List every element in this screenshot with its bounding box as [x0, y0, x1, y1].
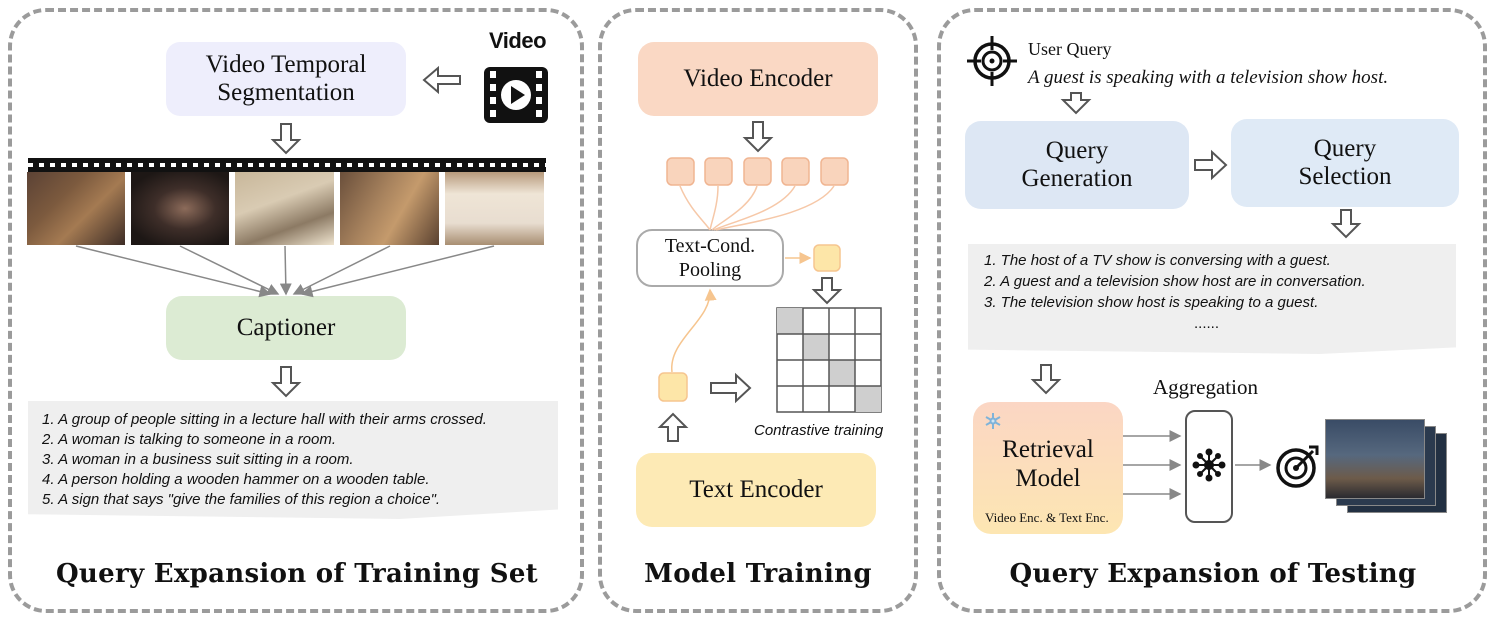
video-encoder-label: Video Encoder	[683, 65, 833, 92]
text-cond-pooling-box: Text-Cond. Pooling	[636, 229, 784, 287]
testing-panel	[937, 8, 1487, 613]
model-training-panel	[598, 8, 918, 613]
aggregation-label: Aggregation	[1153, 375, 1258, 399]
video-temporal-segmentation-box: Video Temporal Segmentation	[166, 42, 406, 116]
film-strip	[28, 158, 546, 172]
text-cond-pooling-label: Text-Cond. Pooling	[664, 235, 756, 281]
video-encoder-box: Video Encoder	[638, 42, 878, 116]
generated-query-item: 2. A guest and a television show host ar…	[984, 273, 1366, 290]
text-encoder-box: Text Encoder	[636, 453, 876, 527]
caption-item: 1. A group of people sitting in a lectur…	[42, 411, 487, 428]
caption-item: 4. A person holding a wooden hammer on a…	[42, 471, 430, 488]
query-generation-box: Query Generation	[965, 121, 1189, 209]
video-temporal-segmentation-label: Video Temporal Segmentation	[205, 51, 367, 106]
query-generation-label: Query Generation	[1021, 137, 1133, 192]
video-label: Video	[489, 28, 547, 53]
result-video-stack	[1325, 419, 1447, 513]
retrieval-model-text-wrap: Retrieval Model	[973, 430, 1123, 498]
retrieval-model-label: Retrieval Model	[1002, 436, 1094, 492]
video-frame-2	[131, 172, 229, 245]
retrieval-model-sublabel: Video Enc. & Text Enc.	[985, 510, 1109, 525]
query-selection-label: Query Selection	[1298, 135, 1392, 190]
user-query-label: User Query	[1028, 39, 1112, 59]
model-training-title: Model Training	[644, 559, 872, 589]
caption-item: 2. A woman is talking to someone in a ro…	[42, 431, 337, 448]
video-frame-5	[445, 172, 544, 245]
generated-queries-box	[968, 244, 1456, 354]
generated-query-item: ......	[1194, 315, 1220, 332]
text-encoder-label: Text Encoder	[689, 476, 823, 503]
captioner-label: Captioner	[236, 314, 336, 341]
generated-query-list: 1. The host of a TV show is conversing w…	[984, 250, 1366, 334]
captioner-box: Captioner	[166, 296, 406, 360]
user-query-text: A guest is speaking with a television sh…	[1028, 67, 1389, 88]
caption-list-box	[28, 401, 558, 519]
training-set-panel	[8, 8, 584, 613]
video-frame-3	[235, 172, 334, 245]
caption-item: 3. A woman in a business suit sitting in…	[42, 451, 354, 468]
query-selection-box: Query Selection	[1231, 119, 1459, 207]
generated-query-item: 1. The host of a TV show is conversing w…	[984, 252, 1331, 269]
generated-query-item: 3. The television show host is speaking …	[984, 294, 1319, 311]
testing-title: Query Expansion of Testing	[1009, 559, 1417, 589]
caption-item: 5. A sign that says "give the families o…	[42, 491, 441, 508]
video-frame-4	[340, 172, 439, 245]
aggregation-box	[1185, 410, 1233, 523]
training-set-title: Query Expansion of Training Set	[55, 559, 538, 589]
video-frame-1	[27, 172, 125, 245]
caption-list: 1. A group of people sitting in a lectur…	[42, 410, 487, 510]
contrastive-training-label: Contrastive training	[754, 422, 884, 439]
